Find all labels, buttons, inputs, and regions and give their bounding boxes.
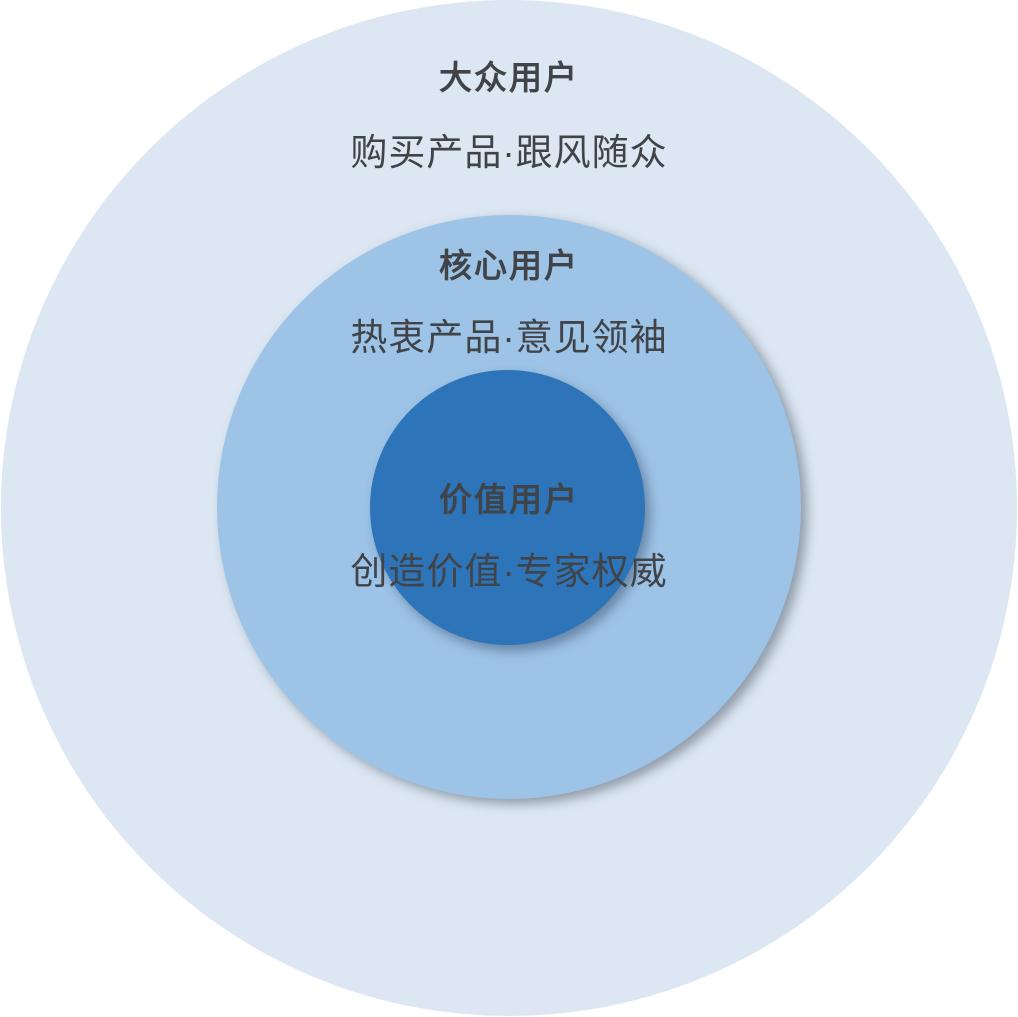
core-users-subtitle: 热衷产品·意见领袖 bbox=[350, 317, 668, 358]
mass-users-subtitle: 购买产品·跟风随众 bbox=[350, 132, 668, 173]
value-users-title: 价值用户 bbox=[439, 481, 579, 518]
mass-users-title: 大众用户 bbox=[439, 59, 579, 96]
value-users-subtitle: 创造价值·专家权威 bbox=[350, 551, 668, 592]
core-users-title: 核心用户 bbox=[439, 247, 579, 284]
value-users-circle bbox=[370, 370, 645, 645]
